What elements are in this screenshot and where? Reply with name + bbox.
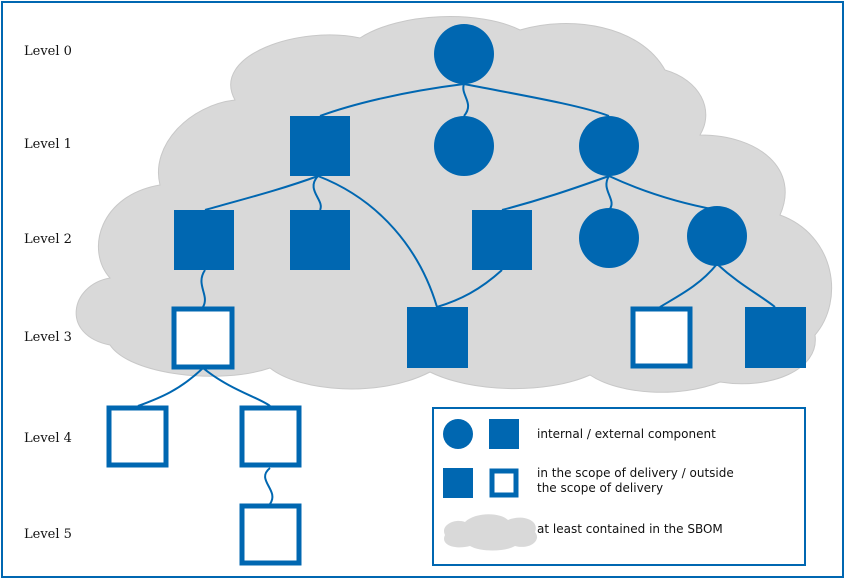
level-label-2: Level 2 bbox=[24, 232, 72, 247]
node-l3-square-outline-b bbox=[630, 306, 693, 369]
edge-l3a-l4b bbox=[202, 367, 271, 407]
level-label-4: Level 4 bbox=[24, 431, 72, 446]
edge-l4b-l5 bbox=[264, 467, 274, 505]
legend-cloud-icon bbox=[444, 514, 538, 551]
node-l3-square-a bbox=[407, 307, 468, 368]
node-l1-circle-b bbox=[579, 116, 639, 176]
legend-square-icon bbox=[489, 419, 519, 449]
legend bbox=[432, 407, 806, 566]
edge-l1a-l2b bbox=[312, 175, 322, 211]
node-l2-circle-b bbox=[687, 206, 747, 266]
node-l4-square-outline-b bbox=[239, 405, 302, 468]
level-label-5: Level 5 bbox=[24, 527, 72, 542]
edge-l1c-l2c bbox=[501, 175, 610, 211]
legend-internal-external-text: internal / external component bbox=[537, 427, 716, 441]
legend-scope-text-line1: in the scope of delivery / outside bbox=[537, 466, 734, 480]
edge-l0-l1b bbox=[462, 83, 470, 117]
level-label-3: Level 3 bbox=[24, 330, 72, 345]
level-label-1: Level 1 bbox=[24, 137, 72, 152]
legend-filled-square-icon bbox=[443, 468, 473, 498]
edge-l2e-l3d bbox=[716, 263, 776, 308]
sbom-cloud bbox=[75, 16, 833, 393]
edge-l1a-l2a bbox=[204, 175, 319, 211]
node-l3-square-outline-a bbox=[171, 306, 235, 370]
node-l1-circle-a bbox=[434, 116, 494, 176]
edge-l0-l1c bbox=[463, 83, 610, 117]
legend-circle-icon bbox=[443, 419, 473, 449]
level-label-0: Level 0 bbox=[24, 44, 72, 59]
node-l2-square-a bbox=[174, 210, 234, 270]
edge-l1a-l3b bbox=[317, 175, 438, 308]
node-l2-square-c bbox=[472, 210, 532, 270]
edge-l2a-l3a bbox=[200, 269, 206, 308]
edge-l2e-l3c bbox=[659, 263, 718, 308]
nodes bbox=[106, 24, 806, 566]
edge-l2c-l3b bbox=[436, 269, 503, 308]
edge-l1c-l2d bbox=[605, 175, 613, 211]
node-l4-square-outline-a bbox=[106, 405, 169, 468]
node-l5-square-outline bbox=[239, 503, 302, 566]
legend-sbom-text: at least contained in the SBOM bbox=[537, 522, 723, 536]
edge-l3a-l4a bbox=[137, 367, 204, 407]
node-l2-square-b bbox=[290, 210, 350, 270]
node-l0-circle bbox=[434, 24, 494, 84]
node-l2-circle-a bbox=[579, 208, 639, 268]
node-l3-square-b bbox=[745, 307, 806, 368]
legend-scope-text-line2: the scope of delivery bbox=[537, 481, 664, 495]
legend-outline-square-icon bbox=[489, 468, 519, 498]
node-l1-square bbox=[290, 116, 350, 176]
edge-l0-l1a bbox=[319, 83, 465, 117]
